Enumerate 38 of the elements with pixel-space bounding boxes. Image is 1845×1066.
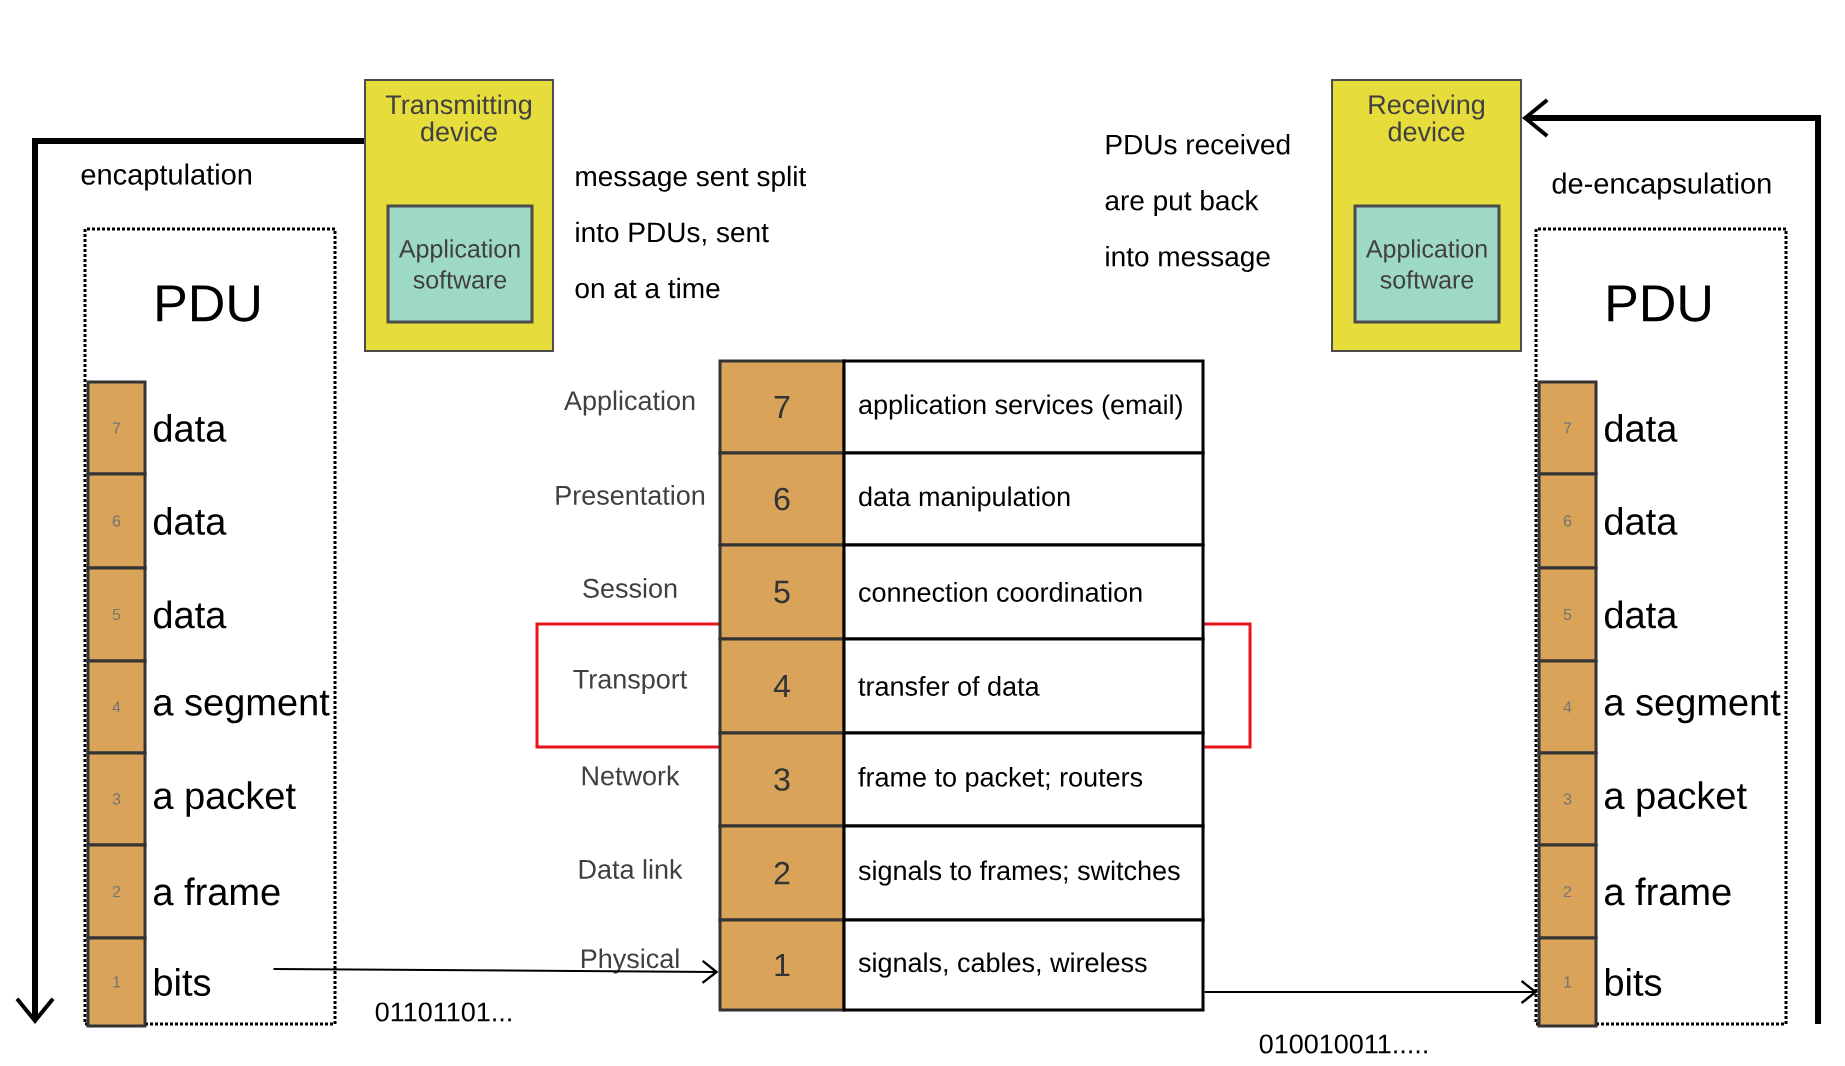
node-label: Session [583,578,677,598]
note-text: encaptulation [81,163,251,191]
arrow [272,959,719,984]
node-label: data [154,600,227,629]
node-label: Data link [579,859,683,879]
layer-description-cell: frame to packet; routers [842,731,1205,828]
node-label: data [154,414,227,442]
node-label: bits [1605,968,1662,996]
node-label: data [1605,507,1678,535]
software-box: Application software [386,204,534,324]
layer-description-cell: signals to frames; switches [842,824,1205,922]
software-box: Application software [1353,204,1501,324]
node-label: a segment [1605,690,1781,724]
edge-label: 010010011..... [1256,1032,1432,1056]
note-text: message sent split into PDUs, sent on at a time [575,165,807,299]
node-label: Presentation [556,485,705,505]
node-label: Transport [573,669,688,695]
node-label: data [154,507,227,535]
node-label: a segment [154,690,330,724]
node-label: a frame [154,877,280,906]
layer-description-cell: signals, cables, wireless [842,918,1205,1012]
note-text: de-encapsulation [1552,172,1771,200]
node-label: a packet [1605,781,1747,817]
node-label: Network [582,765,680,786]
layer-description-cell: transfer of data [842,637,1205,735]
layer-description-cell: application services (email) [842,359,1205,455]
node-label: Application [564,390,695,416]
node-label: data [1605,414,1678,442]
arrow [1203,980,1538,1004]
node-label: a frame [1605,877,1731,906]
node-label: a packet [154,781,296,817]
note-text: PDUs received are put back into message [1105,133,1290,273]
layer-description-cell: data manipulation [842,451,1205,547]
node-label: data [1605,600,1678,629]
node-label: Physical [581,948,679,974]
edge-label: 01101101... [372,1000,516,1024]
node-label: bits [154,968,211,996]
layer-description-cell: connection coordination [842,543,1205,641]
